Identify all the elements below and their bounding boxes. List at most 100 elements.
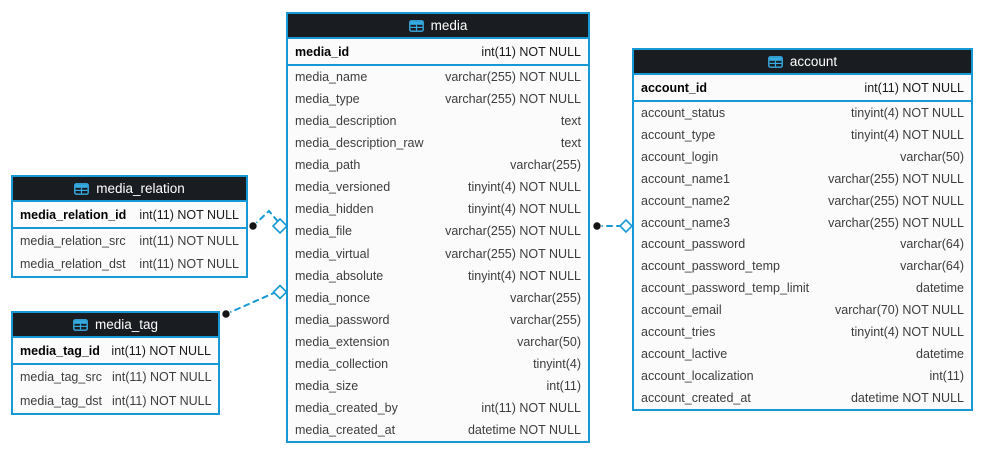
- table-icon: [408, 19, 424, 32]
- column-type: varchar(255): [510, 312, 581, 327]
- column-type: varchar(50): [517, 334, 581, 349]
- column-name: account_tries: [641, 325, 716, 340]
- column-name: media_tag_id: [20, 343, 100, 358]
- column-row: media_collection tinyint(4): [288, 353, 588, 375]
- column-name: media_extension: [295, 334, 390, 349]
- column-row: media_name varchar(255) NOT NULL: [288, 66, 588, 88]
- column-name: media_relation_dst: [20, 257, 126, 272]
- column-type: tinyint(4) NOT NULL: [851, 127, 964, 142]
- relationship-media-account[interactable]: [592, 218, 634, 234]
- column-name: media_nonce: [295, 290, 371, 305]
- table-media_tag[interactable]: media_tag media_tag_id int(11) NOT NULL …: [11, 311, 220, 415]
- table-media[interactable]: media media_id int(11) NOT NULL media_na…: [286, 12, 590, 443]
- column-name: account_email: [641, 303, 722, 318]
- column-type: int(11) NOT NULL: [139, 207, 239, 222]
- column-row: account_password_temp_limit datetime: [634, 277, 971, 299]
- column-name: media_collection: [295, 356, 389, 371]
- column-name: account_login: [641, 149, 719, 164]
- table-title: media_relation: [96, 181, 185, 196]
- column-row: account_status tinyint(4) NOT NULL: [634, 102, 971, 124]
- column-type: varchar(255) NOT NULL: [828, 171, 964, 186]
- column-name: media_name: [295, 70, 368, 85]
- relationship-media_tag-media[interactable]: [221, 284, 288, 319]
- column-name: account_name1: [641, 171, 730, 186]
- column-name: account_status: [641, 105, 726, 120]
- table-icon: [73, 318, 88, 331]
- column-type: varchar(50): [900, 149, 964, 164]
- table-columns: media_relation_src int(11) NOT NULL media_…: [13, 229, 246, 276]
- relationship-media_relation-media[interactable]: [248, 209, 289, 235]
- table-header[interactable]: media_relation: [13, 177, 246, 202]
- column-name: media_file: [295, 224, 352, 239]
- table-header[interactable]: media_tag: [13, 313, 218, 338]
- column-type: tinyint(4): [533, 356, 581, 371]
- table-header[interactable]: media: [288, 14, 588, 39]
- column-type: text: [560, 136, 581, 151]
- column-type: datetime NOT NULL: [850, 390, 964, 405]
- column-type: varchar(255): [510, 290, 581, 305]
- table-account[interactable]: account account_id int(11) NOT NULL acco…: [632, 48, 973, 411]
- primary-key-row: media_tag_id int(11) NOT NULL: [13, 338, 218, 365]
- column-type: tinyint(4) NOT NULL: [468, 202, 581, 217]
- column-name: account_password_temp: [641, 259, 780, 274]
- column-name: media_description_raw: [295, 136, 424, 151]
- column-name: media_created_at: [295, 423, 396, 438]
- column-row: media_extension varchar(50): [288, 331, 588, 353]
- column-type: tinyint(4) NOT NULL: [851, 105, 964, 120]
- table-media_relation[interactable]: media_relation media_relation_id int(11)…: [11, 175, 248, 278]
- column-row: account_name1 varchar(255) NOT NULL: [634, 168, 971, 190]
- column-row: media_created_at datetime NOT NULL: [288, 419, 588, 441]
- column-type: int(11): [929, 369, 964, 384]
- column-name: account_localization: [641, 369, 754, 384]
- column-type: datetime: [916, 281, 964, 296]
- column-type: varchar(255) NOT NULL: [445, 70, 581, 85]
- column-type: datetime: [916, 347, 964, 362]
- column-name: account_name3: [641, 215, 730, 230]
- column-type: varchar(255) NOT NULL: [828, 215, 964, 230]
- column-type: varchar(255): [510, 158, 581, 173]
- table-icon: [767, 55, 783, 68]
- table-title: account: [789, 54, 838, 69]
- primary-key-row: media_id int(11) NOT NULL: [288, 39, 588, 66]
- column-type: tinyint(4) NOT NULL: [468, 268, 581, 283]
- column-row: account_localization int(11): [634, 365, 971, 387]
- column-name: media_relation_src: [20, 233, 126, 248]
- column-type: int(11) NOT NULL: [481, 400, 581, 415]
- column-type: datetime NOT NULL: [467, 423, 581, 438]
- column-type: varchar(255) NOT NULL: [445, 92, 581, 107]
- column-name: account_type: [641, 127, 716, 142]
- column-type: int(11): [546, 378, 581, 393]
- column-type: int(11) NOT NULL: [112, 370, 212, 384]
- column-name: account_name2: [641, 193, 730, 208]
- table-header[interactable]: account: [634, 50, 971, 75]
- column-name: media_relation_id: [20, 207, 127, 222]
- column-name: account_password_temp_limit: [641, 281, 810, 296]
- column-row: account_name3 varchar(255) NOT NULL: [634, 212, 971, 234]
- table-icon: [74, 182, 90, 195]
- column-row: account_login varchar(50): [634, 146, 971, 168]
- column-type: int(11) NOT NULL: [481, 44, 581, 59]
- column-row: media_description_raw text: [288, 132, 588, 154]
- column-name: media_created_by: [295, 400, 398, 415]
- column-name: media_id: [295, 44, 350, 59]
- column-type: int(11) NOT NULL: [139, 257, 239, 272]
- column-name: media_virtual: [295, 246, 370, 261]
- column-type: tinyint(4) NOT NULL: [851, 325, 964, 340]
- column-type: int(11) NOT NULL: [111, 343, 211, 358]
